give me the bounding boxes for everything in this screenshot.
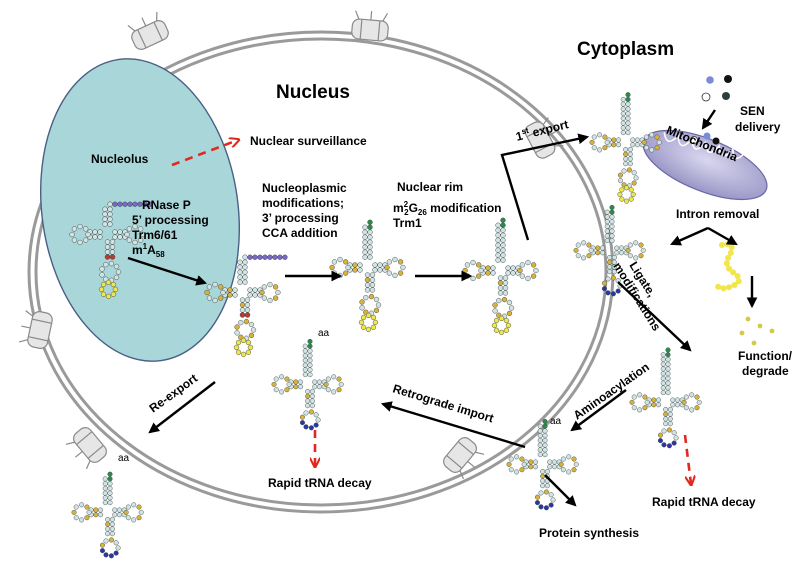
label-nucleoplasmic-3: 3’ processing [262, 211, 339, 225]
trna-molecules [69, 92, 702, 559]
label-trm1: Trm1 [393, 216, 422, 230]
arrow-aminoacylation [570, 389, 627, 432]
arrow-nuclear-surveillance [171, 140, 238, 167]
label-nucleoplasmic-1: Nucleoplasmic [262, 181, 347, 195]
label-nuclear-surveillance: Nuclear surveillance [250, 134, 367, 148]
nuclear-pore [18, 310, 53, 349]
trna-nuclear-rim [462, 217, 539, 336]
label-protein-synthesis: Protein synthesis [539, 526, 639, 540]
trna-nucleoplasm [204, 254, 288, 358]
label-cytoplasm: Cytoplasm [577, 39, 674, 60]
arrow-intron-removal-right [707, 226, 738, 246]
nuclear-pores [18, 10, 564, 480]
red-arrows [171, 140, 691, 484]
trna-spliced [573, 204, 646, 297]
label-aa-cytoplasm: aa [550, 416, 562, 427]
label-ligate: Ligate,modifications [610, 252, 675, 333]
arrow-retrograde-import [380, 401, 526, 449]
label-nucleus: Nucleus [276, 82, 350, 103]
label-aminoacylation: Aminoacylation [571, 360, 652, 423]
trna-charged-nucleus [271, 338, 344, 431]
label-aa-reexport: aa [118, 453, 130, 464]
label-nucleoplasmic-4: CCA addition [262, 226, 338, 240]
label-re-export: Re-export [147, 371, 201, 415]
label-intron-removal: Intron removal [676, 207, 759, 221]
label-nucleoplasmic-2: modifications; [262, 196, 344, 210]
arrow-ligate [617, 281, 692, 352]
arrow-rnasep-to-nucleoplasm [127, 256, 208, 286]
label-5-processing: 5’ processing [132, 213, 209, 227]
trna-exported [589, 92, 662, 204]
label-rapid-decay-nucleus: Rapid tRNA decay [268, 476, 372, 490]
label-rapid-decay-cytoplasm: Rapid tRNA decay [652, 495, 756, 509]
trna-mature-cytoplasm [629, 347, 702, 449]
label-retrograde-import: Retrograde import [391, 381, 495, 425]
nuclear-pore [127, 11, 169, 50]
arrow-intron-removal-left [670, 226, 709, 246]
arrow-rapid-decay-cytoplasm [683, 434, 691, 484]
arrow-re-export [148, 381, 216, 434]
arrow-sen-delivery [701, 109, 716, 130]
trna-cca-added [329, 219, 406, 333]
arrow-first-export [500, 133, 590, 241]
nuclear-pore [65, 427, 107, 470]
intron-fragments [739, 316, 775, 346]
nucleolus-region [39, 58, 241, 362]
nuclear-pore [443, 437, 485, 480]
label-nuclear-rim: Nuclear rim [397, 180, 463, 194]
label-sen-delivery-1: SEN [740, 104, 765, 118]
label-function-1: Function/ [738, 349, 793, 363]
label-sen-delivery-2: delivery [735, 120, 781, 134]
label-trm6-61: Trm6/61 [132, 228, 178, 242]
trna-charged-cytoplasm [506, 418, 579, 511]
trna-precursor-nucleolus [69, 201, 153, 300]
sen-complex-dots [690, 75, 732, 145]
label-aa-nucleus: aa [318, 328, 330, 339]
nuclear-pore [351, 10, 389, 42]
excised-intron [713, 241, 743, 292]
pathway-arrows [127, 109, 758, 507]
label-nucleolus: Nucleolus [91, 152, 149, 166]
trna-reexported [71, 471, 144, 559]
label-function-2: degrade [742, 364, 789, 378]
arrow-protein-synthesis [544, 474, 577, 507]
label-rnase-p: RNase P [142, 198, 191, 212]
label-m1a58: m1A58 [132, 242, 165, 259]
